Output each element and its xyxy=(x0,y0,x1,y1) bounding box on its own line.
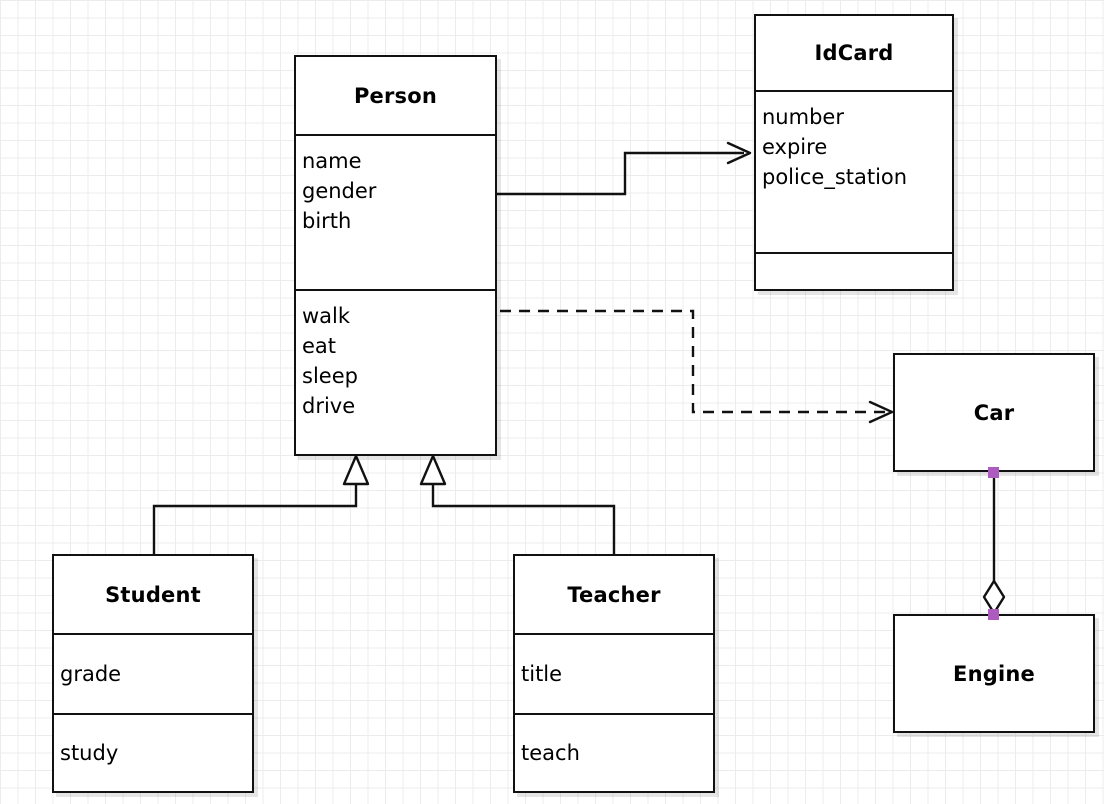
open-arrowhead-car xyxy=(868,400,894,424)
class-box-person[interactable]: Person name gender birth walk eat sleep … xyxy=(294,55,497,456)
class-box-engine[interactable]: Engine xyxy=(893,614,1095,733)
class-box-car[interactable]: Car xyxy=(893,353,1095,472)
attribute-item: name xyxy=(302,149,362,173)
hollow-triangle-teacher xyxy=(419,454,447,486)
attribute-item: grade xyxy=(60,662,122,686)
attribute-item: gender xyxy=(302,179,377,203)
methods-person: walk eat sleep drive xyxy=(296,289,495,454)
class-box-idcard[interactable]: IdCard number expire police_station xyxy=(754,14,954,291)
attributes-person: name gender birth xyxy=(296,134,495,289)
method-item: drive xyxy=(302,394,356,418)
methods-teacher: teach xyxy=(515,713,713,791)
class-name-idcard: IdCard xyxy=(814,41,894,65)
class-name-person: Person xyxy=(353,83,438,108)
methods-idcard xyxy=(756,252,952,289)
attribute-item: birth xyxy=(302,209,352,233)
method-item: eat xyxy=(302,334,337,358)
attributes-idcard: number expire police_station xyxy=(756,90,952,252)
class-box-teacher[interactable]: Teacher title teach xyxy=(513,554,715,793)
connector-car-engine[interactable] xyxy=(982,472,1006,615)
attributes-student: grade xyxy=(54,633,252,713)
method-item: teach xyxy=(521,741,580,765)
connector-teacher-person[interactable] xyxy=(419,454,616,554)
method-item: sleep xyxy=(302,364,358,388)
connector-student-person[interactable] xyxy=(152,454,370,554)
endpoint-handle-engine[interactable] xyxy=(988,609,999,620)
class-name-engine: Engine xyxy=(953,661,1035,686)
class-name-student: Student xyxy=(105,582,201,607)
attribute-item: expire xyxy=(762,135,828,159)
endpoint-handle-car[interactable] xyxy=(988,467,999,478)
hollow-triangle-student xyxy=(342,454,370,486)
attributes-teacher: title xyxy=(515,633,713,713)
connector-person-idcard[interactable] xyxy=(497,141,752,196)
connector-person-car[interactable] xyxy=(500,309,894,424)
method-item: study xyxy=(60,741,119,765)
attribute-item: police_station xyxy=(762,165,908,189)
open-arrowhead-idcard xyxy=(726,141,752,165)
method-item: walk xyxy=(302,304,351,328)
attribute-item: title xyxy=(521,662,563,686)
class-name-car: Car xyxy=(973,400,1015,425)
class-box-student[interactable]: Student grade study xyxy=(52,554,254,793)
attribute-item: number xyxy=(762,105,844,129)
methods-student: study xyxy=(54,713,252,791)
class-name-teacher: Teacher xyxy=(567,582,661,607)
